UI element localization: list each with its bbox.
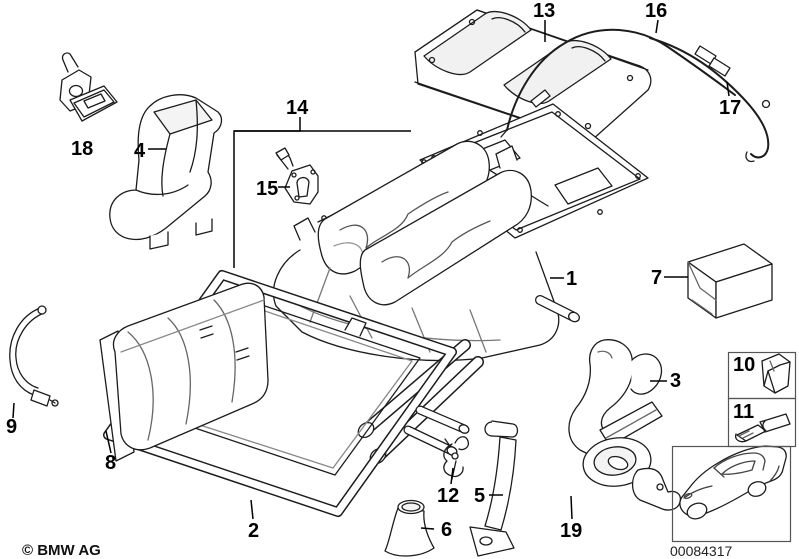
part-12-spring-clamp-illustration — [443, 436, 470, 480]
part-4-air-duct-illustration — [109, 94, 223, 250]
car-model-thumbnail — [679, 445, 787, 520]
part-label-5[interactable]: 5 — [474, 485, 485, 507]
part-label-13[interactable]: 13 — [533, 0, 555, 22]
part-label-15[interactable]: 15 — [256, 178, 278, 200]
leader-part-19 — [570, 495, 573, 520]
part-16-cable-illustration — [500, 28, 736, 138]
part-9-wiring-harness-illustration — [9, 305, 59, 407]
leader-part-2 — [250, 499, 254, 520]
part-7-carton-box-illustration — [687, 243, 773, 319]
part-label-9[interactable]: 9 — [6, 416, 17, 438]
diagram-number-text: 00084317 — [670, 543, 733, 559]
part-8-heater-box-illustration — [99, 282, 269, 462]
part-15-sensor-bracket-illustration — [275, 147, 319, 205]
part-labels: 1 2 3 4 5 6 7 8 9 10 11 12 13 14 15 16 1… — [6, 0, 755, 542]
part-label-18[interactable]: 18 — [71, 138, 93, 160]
part-label-6[interactable]: 6 — [441, 519, 452, 541]
leader-part-12 — [450, 467, 454, 485]
leader-part-16 — [655, 19, 659, 34]
part-label-1[interactable]: 1 — [566, 268, 577, 290]
leader-part-17 — [726, 81, 730, 97]
part-19-grommet-illustration — [582, 437, 682, 511]
part-label-16[interactable]: 16 — [645, 0, 667, 22]
part-label-14[interactable]: 14 — [286, 97, 309, 119]
leader-part-9 — [12, 402, 15, 419]
part-label-17[interactable]: 17 — [719, 97, 741, 119]
part-11-clip-illustration — [734, 413, 791, 443]
part-17-cable-illustration — [649, 37, 771, 163]
part-10-clip-illustration — [761, 353, 791, 394]
part-5-drain-pipe-illustration — [469, 420, 519, 557]
part-label-2[interactable]: 2 — [248, 520, 259, 542]
part-label-4[interactable]: 4 — [134, 140, 146, 162]
part-6-funnel-illustration — [384, 499, 435, 557]
leader-lines — [12, 19, 730, 530]
part-label-12[interactable]: 12 — [437, 485, 459, 507]
part-label-19[interactable]: 19 — [560, 520, 582, 542]
part-label-3[interactable]: 3 — [670, 370, 681, 392]
part-label-11[interactable]: 11 — [733, 401, 754, 423]
leader-part-6 — [420, 527, 435, 530]
copyright-text: © BMW AG — [22, 542, 101, 559]
part-label-10[interactable]: 10 — [733, 354, 755, 376]
inset-box-car-model — [671, 445, 792, 543]
leader-part-8 — [105, 430, 112, 454]
part-18-bracket-plate-illustration — [59, 52, 118, 122]
part-13-upper-cover-illustration — [414, 9, 652, 143]
part-label-7[interactable]: 7 — [651, 267, 662, 289]
part-label-8[interactable]: 8 — [105, 452, 116, 474]
